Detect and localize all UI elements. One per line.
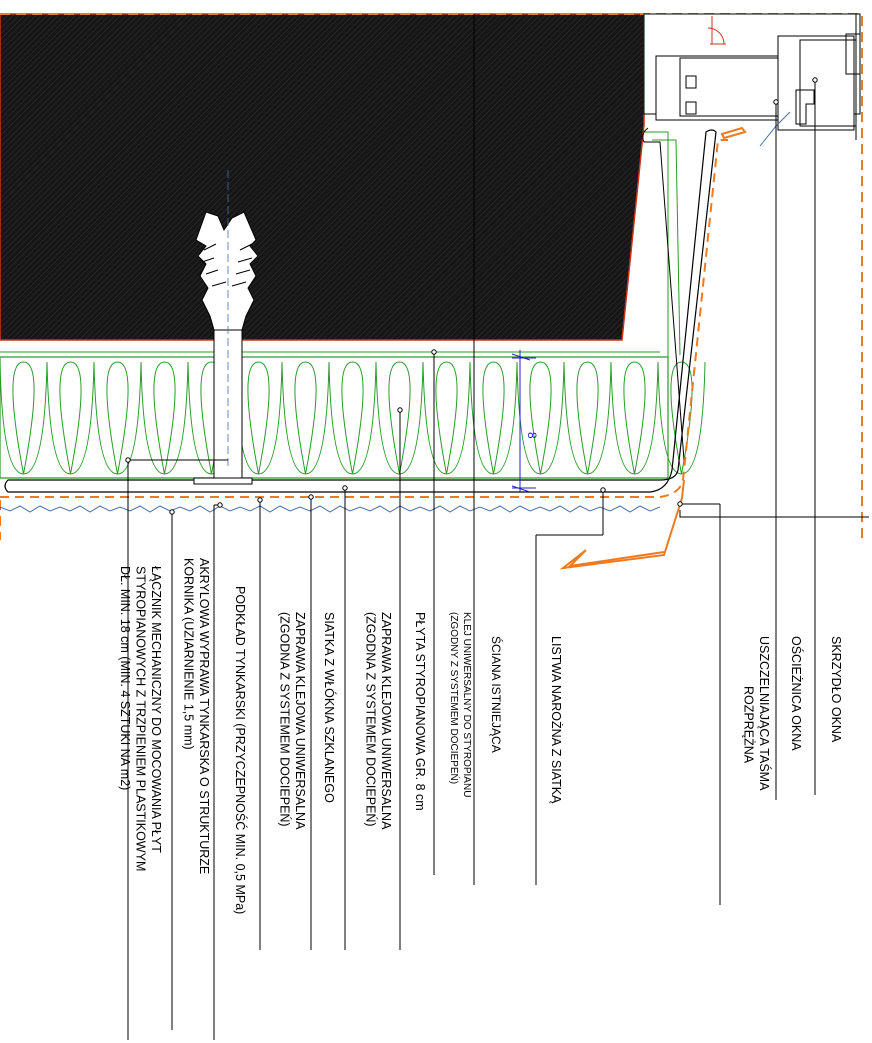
insulation-wave-segment bbox=[516, 361, 565, 475]
label-klej-line-2: (ZGODNY Z SYSTEMEM DOCIEPEŃ) bbox=[448, 612, 461, 784]
label-akryl-line-1: AKRYLOWA WYPRAWA TYNKARSKA O STRUKTURZE bbox=[197, 558, 211, 874]
label-siatka-line-1: SIATKA Z WŁÓKNA SZKLANEGO bbox=[322, 612, 337, 803]
label-lacznik-line-2: STYROPIANOWYCH Z TRZPIENIEM PLASTIKOWYM bbox=[134, 566, 148, 871]
leader-dot bbox=[217, 502, 223, 508]
insulation-wave-segment bbox=[140, 361, 189, 475]
render-texture-line bbox=[0, 505, 661, 513]
insulation-wave-segment bbox=[563, 361, 612, 475]
leader-lines bbox=[125, 14, 818, 1040]
reveal-render bbox=[642, 127, 685, 461]
label-oscieznica-line-1: OŚCIEŻNICA OKNA bbox=[789, 636, 804, 751]
insulation-wave-segment bbox=[0, 361, 48, 475]
insulation-wave-segment bbox=[281, 361, 330, 475]
leader-dot bbox=[125, 457, 131, 463]
render-texture-line-right bbox=[679, 510, 869, 518]
corner-bead bbox=[559, 126, 747, 570]
label-zaprawa2-line-2: (ZGODNA Z SYSTEMEM DOCIEPEŃ) bbox=[278, 612, 293, 827]
leader-dot bbox=[600, 487, 606, 493]
insulation-wave-segment bbox=[422, 361, 471, 475]
leader-dot bbox=[677, 501, 683, 507]
thickness-dimension-label: 8 bbox=[525, 432, 539, 439]
label-listwa-line-1: LISTWA NAROŻNA Z SIATKĄ bbox=[549, 636, 563, 804]
reveal-insulation bbox=[644, 131, 669, 479]
label-zaprawa1-line-1: ZAPRAWA KLEJOWA UNIWERSALNA bbox=[379, 612, 393, 830]
window-assembly bbox=[643, 13, 861, 147]
label-tasma-line-2: ROZPRĘŻNA bbox=[742, 686, 756, 764]
leader-dot bbox=[342, 485, 348, 491]
insulation-wave-segment bbox=[93, 361, 142, 475]
leader-dot bbox=[812, 77, 818, 83]
callout-labels: SKRZYDŁO OKNA OŚCIEŻNICA OKNA USZCZELNIAJĄ… bbox=[118, 558, 843, 914]
insulation-wave-segment bbox=[46, 361, 95, 475]
label-klej-line-1: KLEJ UNIWERSALNY DO STYROPIANU bbox=[461, 612, 472, 797]
label-zaprawa2-line-1: ZAPRAWA KLEJOWA UNIWERSALNA bbox=[293, 612, 307, 830]
label-lacznik-line-3: DŁ. MIN. 18 cm (MIN. 4 SZTUKI NA m2) bbox=[118, 566, 132, 790]
label-plyta-line-1: PŁYTA STYROPIANOWA GR. 8 cm bbox=[413, 612, 427, 811]
leader-dot bbox=[169, 509, 175, 515]
label-lacznik-line-1: ŁĄCZNIK MECHANICZNY DO MOCOWANIA PŁYT bbox=[149, 566, 163, 853]
render-outline bbox=[4, 129, 717, 493]
leader-dot bbox=[431, 349, 437, 355]
insulation-wave-segment bbox=[469, 361, 518, 475]
label-tasma-line-1: USZCZELNIAJĄCA TAŚMA bbox=[757, 636, 772, 791]
insulation-board bbox=[0, 356, 669, 479]
insulation-wave-segment bbox=[328, 361, 377, 475]
leader-dot bbox=[773, 99, 779, 105]
label-skrzydlo-line-1: SKRZYDŁO OKNA bbox=[829, 636, 843, 743]
leader-dot bbox=[308, 494, 314, 500]
label-sciana-line-1: ŚCIANA ISTNIEJĄCA bbox=[489, 636, 504, 753]
reveal-insulation-inner bbox=[652, 139, 681, 356]
leader-dot bbox=[257, 497, 263, 503]
leader-dot bbox=[397, 407, 403, 413]
thickness-dimension bbox=[511, 350, 536, 493]
mechanical-fastener bbox=[193, 170, 259, 485]
insulation-wave-segment bbox=[610, 361, 659, 475]
label-podklad-line-1: PODKŁAD TYNKARSKI (PRZYCZEPNOŚĆ MIN. 0,5… bbox=[233, 586, 248, 914]
existing-wall bbox=[0, 13, 645, 341]
insulation-wave-pattern bbox=[0, 361, 706, 475]
label-akryl-line-2: KORNIKA (UZIARNIENIE 1,5 mm) bbox=[182, 558, 196, 750]
label-zaprawa1-line-2: (ZGODNA Z SYSTEMEM DOCIEPEŃ) bbox=[364, 612, 379, 827]
